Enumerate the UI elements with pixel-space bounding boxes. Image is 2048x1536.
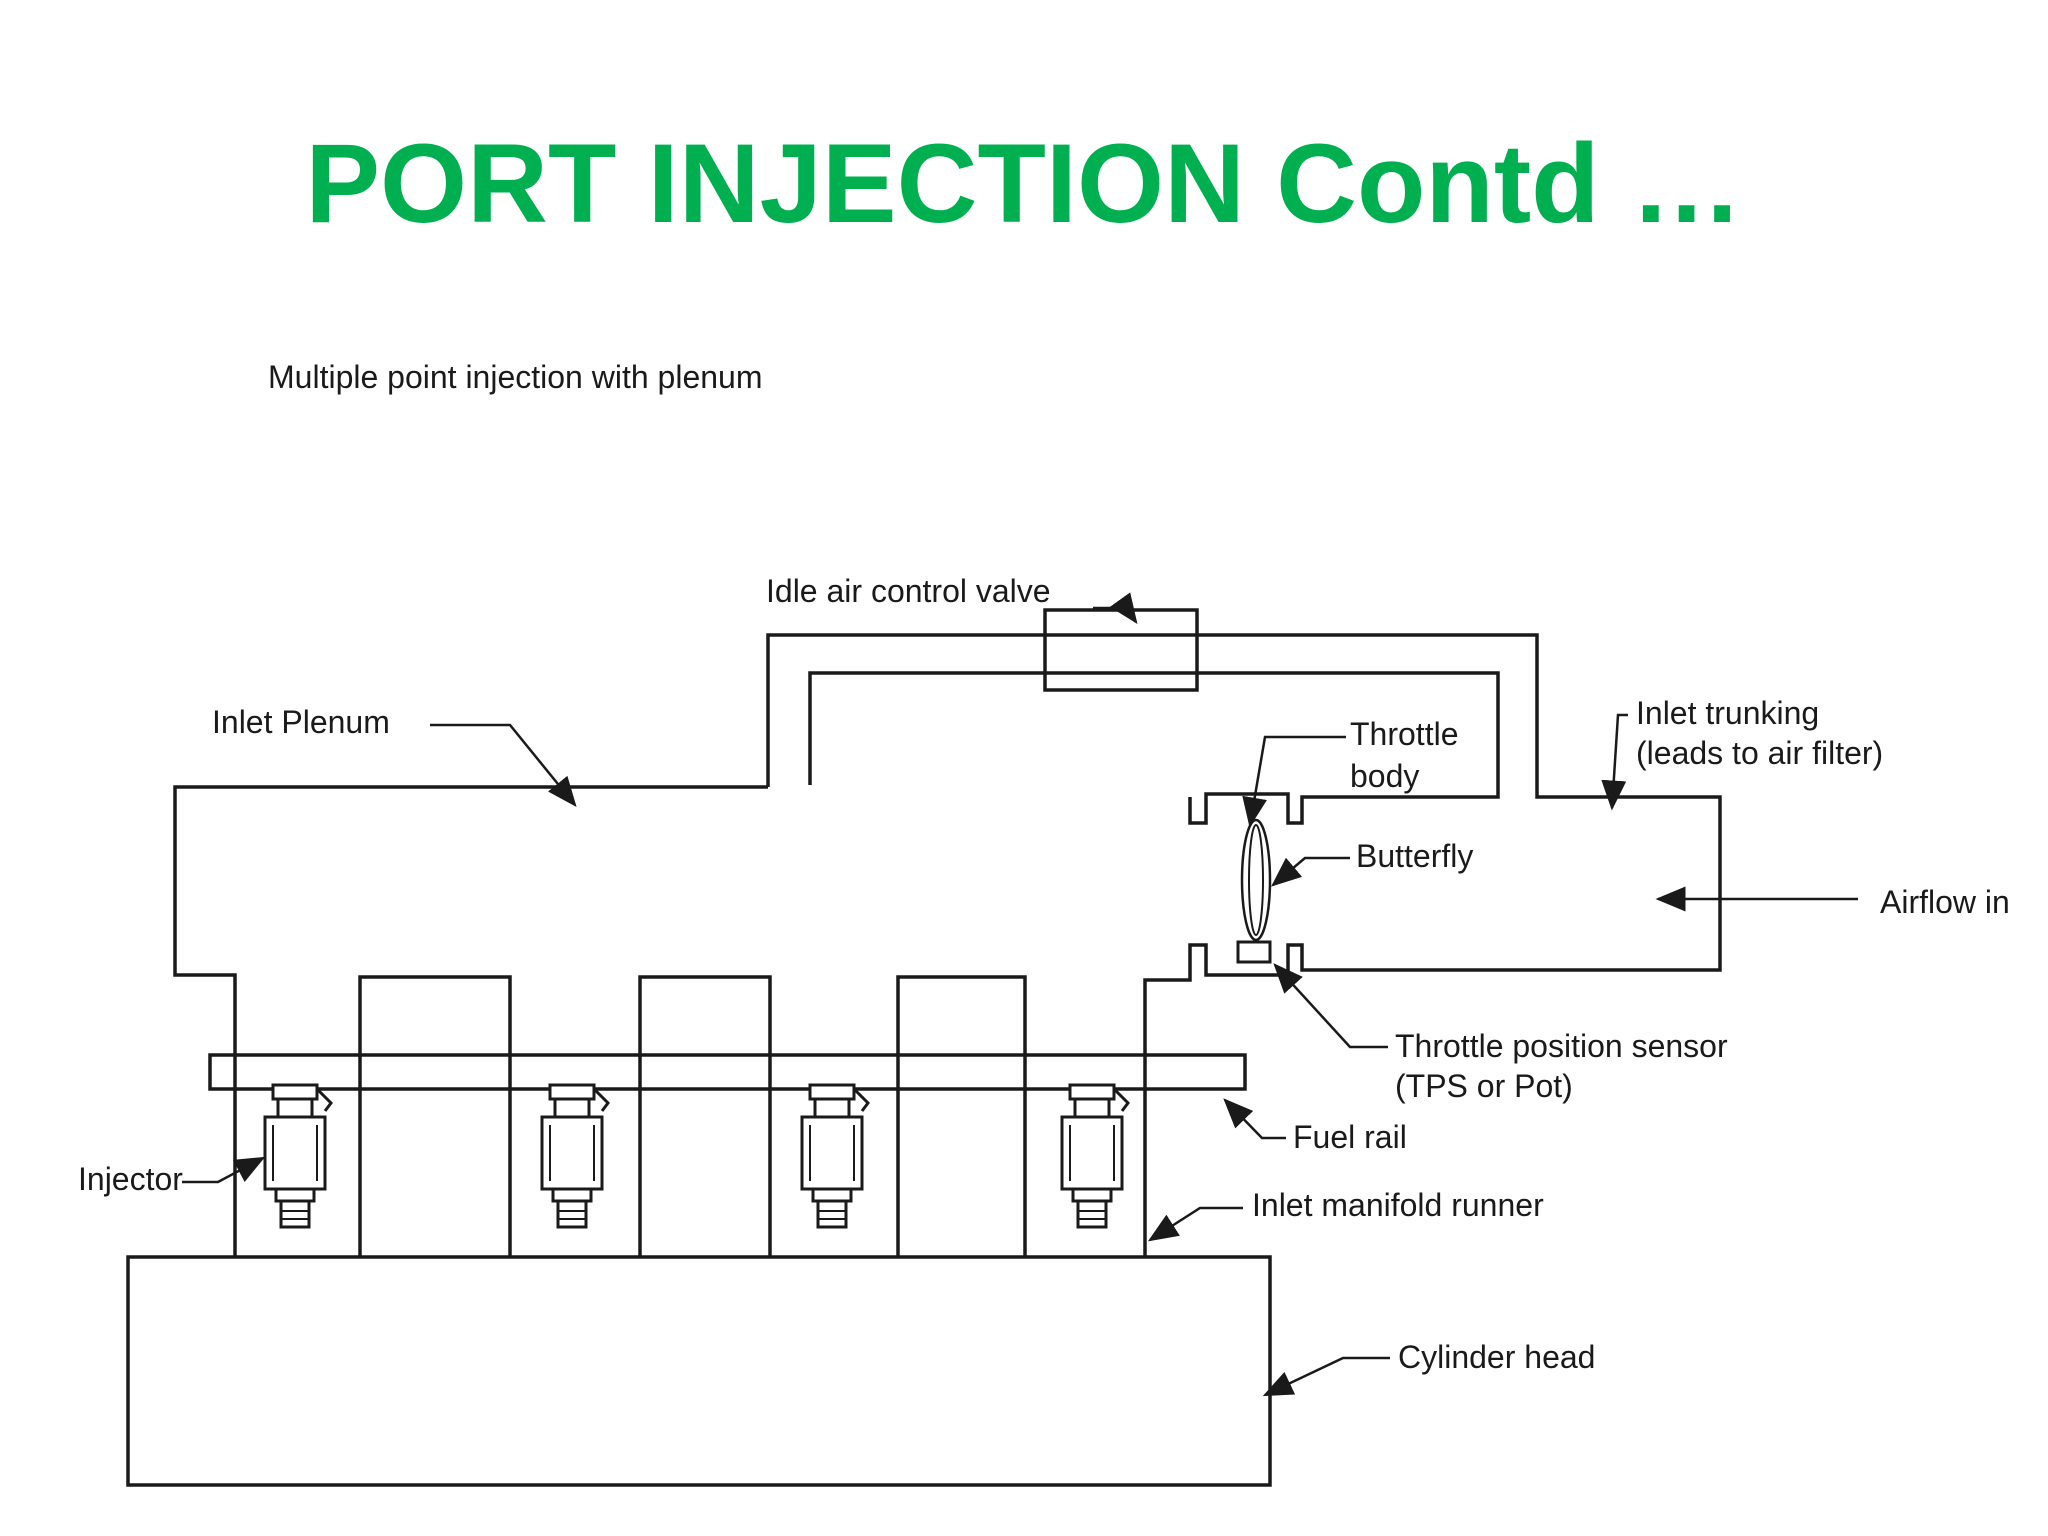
label-inlet-trunking-2: (leads to air filter): [1636, 735, 1883, 771]
label-inlet-trunking-1: Inlet trunking: [1636, 695, 1819, 731]
label-throttle-body-2: body: [1350, 758, 1419, 794]
fuel-rail-bar: [208, 1053, 1247, 1091]
leader-idle-air-control-valve: [1093, 592, 1138, 625]
leader-inlet-manifold-runner: [1147, 1206, 1243, 1242]
leader-injector: [182, 1156, 266, 1184]
runner-block-1: [358, 975, 512, 1257]
label-throttle-body-1: Throttle: [1350, 716, 1458, 752]
idle-air-control-valve-box: [1043, 608, 1199, 692]
cylinder-head-block: [126, 1255, 1272, 1487]
inlet-plenum-left: [173, 785, 768, 1257]
label-cylinder-head: Cylinder head: [1398, 1339, 1595, 1375]
label-idle-air-control-valve: Idle air control valve: [766, 573, 1051, 609]
leader-fuel-rail: [1223, 1098, 1286, 1140]
leader-butterfly: [1271, 856, 1350, 887]
leader-inlet-plenum: [430, 723, 577, 807]
label-fuel-rail: Fuel rail: [1293, 1119, 1407, 1155]
runner-block-3: [896, 975, 1027, 1257]
label-injector: Injector: [78, 1161, 183, 1197]
label-butterfly: Butterfly: [1356, 838, 1473, 874]
label-tps-1: Throttle position sensor: [1395, 1028, 1728, 1064]
injector-1: [263, 1083, 333, 1229]
leader-throttle-body: [1242, 735, 1346, 828]
label-inlet-manifold-runner: Inlet manifold runner: [1252, 1187, 1544, 1223]
butterfly-valve: [1240, 818, 1272, 942]
leader-cylinder-head: [1262, 1356, 1390, 1397]
diagram-subtitle: Multiple point injection with plenum: [268, 359, 762, 395]
label-tps-2: (TPS or Pot): [1395, 1068, 1573, 1104]
runner-block-2: [638, 975, 772, 1257]
inlet-plenum-outline: [766, 633, 1722, 1257]
leader-tps: [1273, 963, 1388, 1049]
injector-2: [540, 1083, 610, 1229]
leader-inlet-trunking: [1601, 713, 1628, 811]
slide-title: PORT INJECTION Contd …: [305, 121, 1743, 246]
label-inlet-plenum: Inlet Plenum: [212, 704, 390, 740]
injector-4: [1060, 1083, 1130, 1229]
injector-3: [800, 1083, 870, 1229]
label-airflow-in: Airflow in: [1880, 884, 2010, 920]
idle-bypass-passage: [808, 671, 1500, 825]
butterfly-valve-inner: [1248, 824, 1264, 936]
throttle-position-sensor: [1236, 940, 1272, 964]
